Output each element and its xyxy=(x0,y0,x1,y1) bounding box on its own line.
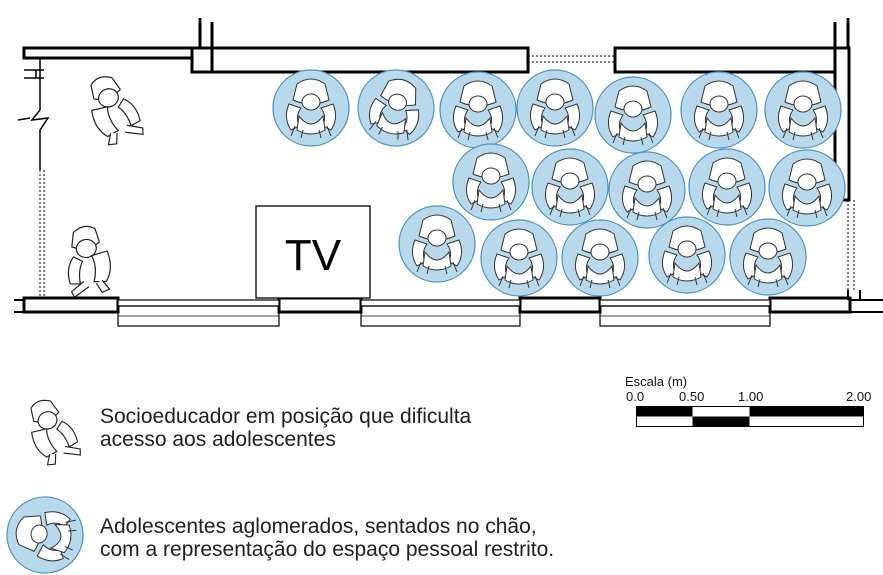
wall-top-right xyxy=(613,46,837,74)
legend-adolescents-text: Adolescentes aglomerados, sentados no ch… xyxy=(100,515,554,561)
adolescent-8 xyxy=(452,143,530,221)
left-wall xyxy=(17,58,50,170)
scale-tick-050: 0.50 xyxy=(679,389,705,404)
wall-pillar xyxy=(190,46,214,74)
adolescent-13 xyxy=(398,205,476,283)
adolescent-16 xyxy=(648,216,726,294)
wall-bottom-4 xyxy=(768,296,852,314)
wall-bottom-2 xyxy=(277,296,363,314)
walls xyxy=(22,18,852,314)
scale-tick-100: 1.00 xyxy=(738,389,764,404)
adolescent-7 xyxy=(764,71,842,149)
scale-tick-0: 0.0 xyxy=(626,389,645,404)
wall-top-middle xyxy=(210,46,530,74)
legend-adolescents-line2: com a representação do espaço pessoal re… xyxy=(100,538,555,561)
adolescent-14 xyxy=(480,219,558,297)
adolescent-3 xyxy=(439,71,517,149)
staff-figure-1 xyxy=(80,69,146,149)
adolescent-15 xyxy=(561,219,639,297)
legend-staff-line1: Socioeducador em posição que dificulta xyxy=(100,405,472,428)
adolescent-9 xyxy=(531,148,609,226)
adolescent-11 xyxy=(688,148,766,226)
adolescent-5 xyxy=(594,76,672,154)
adolescent-4 xyxy=(516,69,594,147)
legend-adolescents-line1: Adolescentes aglomerados, sentados no ch… xyxy=(100,515,537,538)
window-lines xyxy=(23,52,855,296)
wall-top-left xyxy=(22,46,194,60)
wall-bottom-3 xyxy=(518,296,602,314)
adolescent-2 xyxy=(348,60,444,156)
window-sills xyxy=(14,290,883,327)
tv-box xyxy=(255,205,371,299)
staff-figure-2 xyxy=(59,222,116,299)
wall-bottom-1 xyxy=(22,296,120,314)
seated-person-circle-icon xyxy=(4,495,86,575)
adolescent-10 xyxy=(608,151,686,229)
scale-title: Escala (m) xyxy=(625,374,688,389)
scale-tick-200: 2.00 xyxy=(846,389,872,404)
legend-staff-text: Socioeducador em posição que dificulta a… xyxy=(100,405,471,451)
tv-label: TV xyxy=(285,231,342,280)
scale-bar xyxy=(636,406,864,427)
adolescent-17 xyxy=(729,218,807,296)
standing-person-topview-icon xyxy=(20,392,83,469)
adolescent-6 xyxy=(680,71,758,149)
adolescent-12 xyxy=(768,149,846,227)
legend-staff-line2: acesso aos adolescentes xyxy=(100,428,336,451)
adolescent-1 xyxy=(272,69,350,147)
